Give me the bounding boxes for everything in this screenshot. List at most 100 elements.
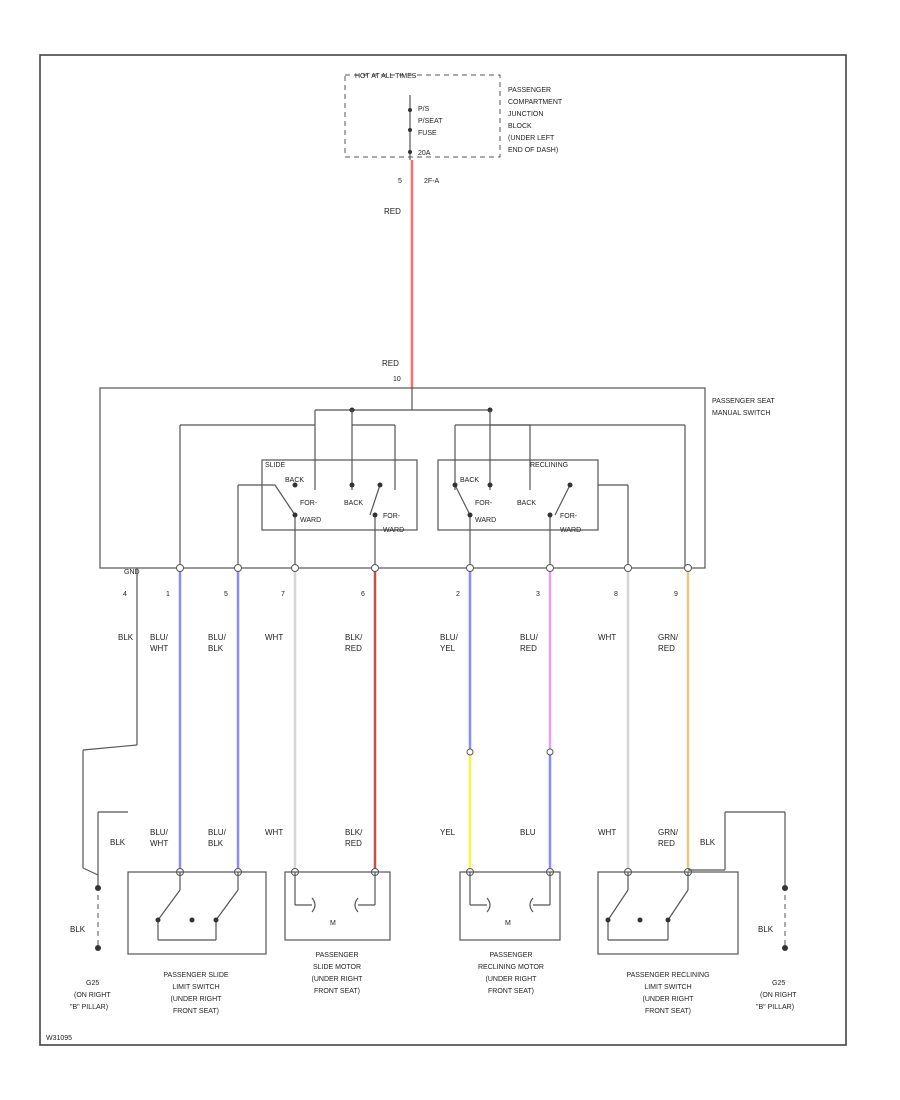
left-ground-wire-upper: BLK <box>118 633 134 642</box>
svg-text:RECLINING MOTOR: RECLINING MOTOR <box>478 964 544 971</box>
wire-9-upper-label: RED <box>658 644 675 653</box>
wire-9-upper-label: GRN/ <box>658 633 679 642</box>
svg-text:FRONT SEAT): FRONT SEAT) <box>488 988 534 995</box>
wire-pin-6: 6 <box>361 591 365 598</box>
svg-text:(ON RIGHT: (ON RIGHT <box>74 992 111 999</box>
wire-2-upper-label: BLU/ <box>440 633 459 642</box>
wire-5-lower-label: BLK <box>208 839 224 848</box>
right-ground-label: G25 (ON RIGHT "B" PILLAR) <box>756 980 797 1011</box>
wire-9-lower-label: RED <box>658 839 675 848</box>
fuse-connector: 2F-A <box>424 178 440 185</box>
wire-8-lower-label: WHT <box>598 828 616 837</box>
slide-motor-m: M <box>330 920 336 927</box>
wire-pin-1: 1 <box>166 591 170 598</box>
svg-text:FOR-: FOR- <box>560 513 578 520</box>
figure-code: W31095 <box>46 1035 72 1042</box>
svg-text:"B" PILLAR): "B" PILLAR) <box>756 1004 794 1011</box>
svg-text:PASSENGER: PASSENGER <box>508 87 551 94</box>
svg-text:"B" PILLAR): "B" PILLAR) <box>70 1004 108 1011</box>
diagram-frame <box>39 54 847 1046</box>
left-ground-wire-lower: BLK <box>110 838 126 847</box>
svg-text:PASSENGER: PASSENGER <box>315 952 358 959</box>
svg-text:(UNDER RIGHT: (UNDER RIGHT <box>312 976 364 983</box>
svg-text:PASSENGER: PASSENGER <box>489 952 532 959</box>
manual-switch-line-1: PASSENGER SEAT <box>712 398 775 405</box>
reclining-motor-box <box>459 871 561 941</box>
svg-text:PASSENGER SLIDE: PASSENGER SLIDE <box>163 972 229 979</box>
wire-pin-4: 4 <box>123 591 127 598</box>
wire-pin-5: 5 <box>224 591 228 598</box>
wire-9-lower-label: GRN/ <box>658 828 679 837</box>
svg-text:G25: G25 <box>86 980 99 987</box>
fuse-header: HOT AT ALL TIMES <box>355 73 417 80</box>
wire-1-lower-label: BLU/ <box>150 828 169 837</box>
wire-6-upper-label: RED <box>345 644 362 653</box>
feed-pin: 10 <box>393 376 401 383</box>
manual-switch-box <box>99 387 706 569</box>
wire-5-upper-label: BLK <box>208 644 224 653</box>
slide-motor-symbol <box>294 872 376 913</box>
fuse-line-2: P/SEAT <box>418 118 443 125</box>
fuse-line-3: FUSE <box>418 130 437 137</box>
wire-5-lower-label: BLU/ <box>208 828 227 837</box>
wire-7-terminal-top <box>291 564 299 572</box>
left-ground-wire: BLK <box>70 925 86 934</box>
wire-2-terminal-top <box>466 564 474 572</box>
feed-color-top: RED <box>384 207 401 216</box>
reclining-motor-m: M <box>505 920 511 927</box>
reclining-limit-switch-symbol <box>605 872 689 941</box>
wire-1-upper-label: WHT <box>150 644 168 653</box>
wire-6-lower-label: BLK/ <box>345 828 363 837</box>
reclining-motor-symbol <box>469 872 551 913</box>
fuse-symbol <box>408 95 412 160</box>
svg-text:BACK: BACK <box>344 500 363 507</box>
wire-1-upper-label: BLU/ <box>150 633 169 642</box>
svg-text:(UNDER RIGHT: (UNDER RIGHT <box>643 996 695 1003</box>
slide-limit-switch-label: PASSENGER SLIDE LIMIT SWITCH (UNDER RIGH… <box>163 972 229 1015</box>
wire-pin-2: 2 <box>456 591 460 598</box>
svg-text:FRONT SEAT): FRONT SEAT) <box>173 1008 219 1015</box>
wire-8-terminal-top <box>624 564 632 572</box>
manual-switch-line-2: MANUAL SWITCH <box>712 410 770 417</box>
slide-switch-label: SLIDE <box>265 462 286 469</box>
junction-block-outline <box>344 74 501 158</box>
svg-text:COMPARTMENT: COMPARTMENT <box>508 99 563 106</box>
svg-text:WARD: WARD <box>475 517 496 524</box>
left-ground-path <box>82 568 138 951</box>
reclining-limit-switch-box <box>597 871 739 955</box>
svg-text:FOR-: FOR- <box>475 500 493 507</box>
svg-text:LIMIT SWITCH: LIMIT SWITCH <box>172 984 219 991</box>
slide-limit-switch-box <box>127 871 267 955</box>
fuse-line-4: 20A <box>418 150 431 157</box>
svg-text:BLOCK: BLOCK <box>508 123 532 130</box>
wire-6-upper-label: BLK/ <box>345 633 363 642</box>
svg-text:BACK: BACK <box>460 477 479 484</box>
wire-pin-3: 3 <box>536 591 540 598</box>
svg-text:G25: G25 <box>772 980 785 987</box>
wire-1-lower-label: WHT <box>150 839 168 848</box>
slide-limit-switch-symbol <box>155 872 239 941</box>
fuse-pin: 5 <box>398 178 402 185</box>
wire-2-upper-label: YEL <box>440 644 456 653</box>
switch-contact-labels: BACK BACK FOR- WARD FOR- WARD BACK BACK … <box>285 477 581 534</box>
wire-6-lower-label: RED <box>345 839 362 848</box>
feed-color-bottom: RED <box>382 359 399 368</box>
left-ground-label: G25 (ON RIGHT "B" PILLAR) <box>70 980 111 1011</box>
reclining-switch-label: RECLINING <box>530 462 568 469</box>
svg-text:PASSENGER RECLINING: PASSENGER RECLINING <box>626 972 709 979</box>
svg-text:(UNDER RIGHT: (UNDER RIGHT <box>486 976 538 983</box>
svg-text:FRONT SEAT): FRONT SEAT) <box>314 988 360 995</box>
svg-text:END OF DASH): END OF DASH) <box>508 147 558 154</box>
wire-5-upper-label: BLU/ <box>208 633 227 642</box>
wire-7-lower-label: WHT <box>265 828 283 837</box>
wire-1-terminal-top <box>176 564 184 572</box>
right-ground-wire: BLK <box>758 925 774 934</box>
svg-text:(ON RIGHT: (ON RIGHT <box>760 992 797 999</box>
svg-text:WARD: WARD <box>560 527 581 534</box>
svg-text:FRONT SEAT): FRONT SEAT) <box>645 1008 691 1015</box>
svg-text:LIMIT SWITCH: LIMIT SWITCH <box>644 984 691 991</box>
svg-text:JUNCTION: JUNCTION <box>508 111 543 118</box>
svg-text:SLIDE MOTOR: SLIDE MOTOR <box>313 964 361 971</box>
fuse-line-1: P/S <box>418 106 430 113</box>
